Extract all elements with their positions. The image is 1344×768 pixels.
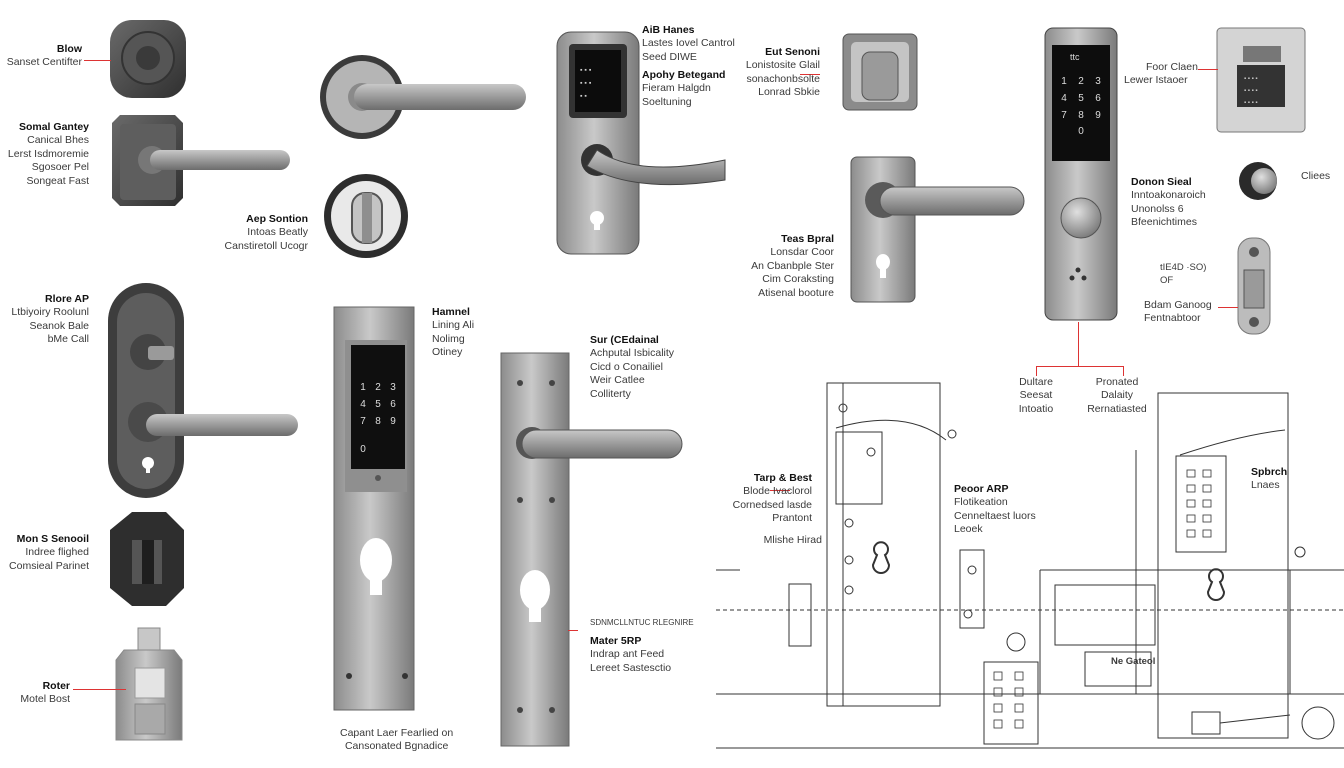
keypad-right-key: 1 — [1061, 76, 1067, 87]
keypad-right-key: 2 — [1078, 76, 1084, 87]
round-deadbolt-knob — [1239, 162, 1277, 200]
deadbolt-screen-text: ttc — [1070, 52, 1080, 62]
round-thumbturn — [324, 174, 408, 258]
keypad-right-key: 4 — [1061, 93, 1067, 104]
keypad-mid-key: 6 — [390, 399, 396, 410]
keypad-mid-key: 2 — [375, 382, 381, 393]
keypad-right-key: 9 — [1095, 110, 1101, 121]
keypad-mid-key: 4 — [360, 399, 366, 410]
keypad-mid-key: 0 — [360, 444, 366, 455]
leader-roter — [73, 689, 126, 690]
label-mishe-hirad: Mlishe Hirad — [763, 534, 822, 546]
svg-text:▪ ▪: ▪ ▪ — [580, 93, 587, 100]
round-rose-lever — [320, 55, 526, 139]
keypad-mid-key: 7 — [360, 416, 366, 427]
label-sm-of: tIE4D ·SO)OF — [1160, 262, 1207, 287]
keypad-right-key: 3 — [1095, 76, 1101, 87]
long-lever-plate — [500, 352, 683, 747]
octagon-thumbturn — [110, 512, 184, 606]
technical-installation-drawing — [716, 382, 1344, 749]
leader-bottom-r — [1123, 366, 1124, 376]
keypad-mid-key: 5 — [375, 399, 381, 410]
keypad-mid-key: 3 — [390, 382, 396, 393]
label-ne-gateol: Ne Gateol — [1111, 656, 1156, 667]
leader-bottom-l — [1036, 366, 1037, 376]
keypad-right-key: 0 — [1078, 126, 1084, 137]
svg-text:▪ ▪ ▪ ▪: ▪ ▪ ▪ ▪ — [1244, 88, 1258, 94]
label-small-caps-line: SDNMCLLNTUC RLEGNIRE — [590, 618, 694, 627]
keypad-mid-key: 1 — [360, 382, 366, 393]
svg-text:▪ ▪ ▪: ▪ ▪ ▪ — [580, 67, 592, 74]
svg-text:▪ ▪ ▪: ▪ ▪ ▪ — [580, 80, 592, 87]
keypad-right-key: 5 — [1078, 93, 1084, 104]
leader-foor — [1198, 69, 1218, 70]
leader-tarp — [770, 490, 790, 491]
leader-blow — [84, 60, 111, 61]
leader-bottom-v — [1078, 322, 1079, 366]
keypad-right-key: 6 — [1095, 93, 1101, 104]
keypad-right-key: 7 — [1061, 110, 1067, 121]
oval-backplate-lever — [108, 283, 298, 498]
round-knob-deadbolt — [110, 20, 186, 98]
leader-bdam — [1218, 307, 1238, 308]
keypad-right-key: 8 — [1078, 110, 1084, 121]
keypad-lever-escutcheon: ▪ ▪ ▪ ▪ ▪ ▪ ▪ ▪ — [556, 31, 726, 255]
square-thumbturn — [842, 33, 918, 111]
square-rose-lever — [112, 115, 290, 206]
strike-plate — [1237, 237, 1271, 335]
keypad-mid-key: 8 — [375, 416, 381, 427]
keypad-module: ▪ ▪ ▪ ▪ ▪ ▪ ▪ ▪ ▪ ▪ ▪ ▪ — [1216, 27, 1306, 133]
cylinder-rotor — [115, 627, 183, 741]
leader-mater — [568, 630, 578, 631]
leader-tes — [800, 74, 820, 75]
keypad-mid-key: 9 — [390, 416, 396, 427]
label-cliees: Cliees — [1301, 170, 1331, 182]
svg-text:▪ ▪ ▪ ▪: ▪ ▪ ▪ ▪ — [1244, 100, 1258, 106]
leader-bottom-h — [1036, 366, 1124, 367]
rect-lever-plate — [850, 156, 1025, 303]
svg-text:▪ ▪ ▪ ▪: ▪ ▪ ▪ ▪ — [1244, 76, 1258, 82]
